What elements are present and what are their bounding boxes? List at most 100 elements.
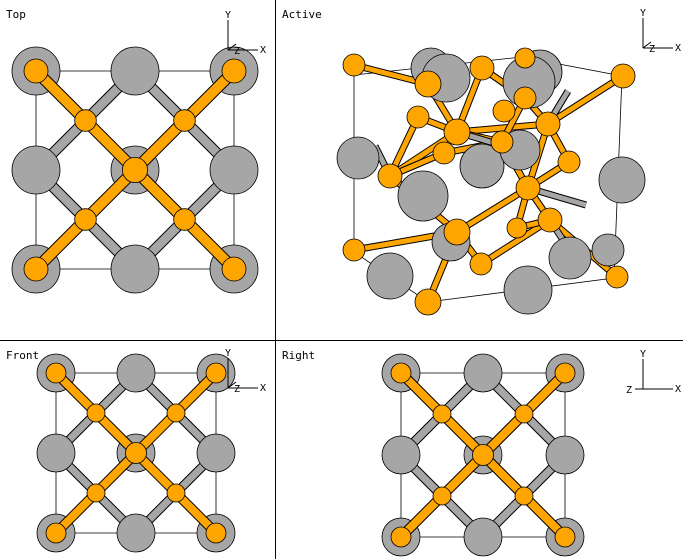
atom-grey [459,143,505,189]
viewport-title-front: Front [6,349,40,362]
atom-grey [591,233,625,267]
atom-orange [610,63,636,89]
atom-grey [463,517,503,557]
axis-label-up: Y [640,349,646,360]
axis-label-out: Z [626,385,632,396]
axis-label-right: X [260,45,266,56]
axis-label-out: Z [234,384,240,395]
axis-label-right: X [675,384,681,395]
atom-grey [545,435,585,475]
atom-orange [23,58,49,84]
atom-orange [557,150,581,174]
axis-label-up: Y [225,10,231,21]
axis-label-up: Y [640,8,646,19]
atom-orange [342,238,366,262]
viewport-title-right: Right [282,349,316,362]
atom-orange [406,105,430,129]
viewport-divider-vertical[interactable] [275,0,276,559]
axis-label-right: X [675,43,681,54]
atom-orange [342,53,366,77]
atom-grey [336,136,380,180]
atom-grey [110,46,160,96]
atom-orange [377,163,403,189]
axis-label-up: Y [225,348,231,359]
atom-orange [513,86,537,110]
atom-orange [221,58,247,84]
atom-orange [554,526,576,548]
atom-orange [514,486,534,506]
atom-orange [443,118,471,146]
atom-orange [390,526,412,548]
atom-orange [173,208,196,231]
atom-orange [390,362,412,384]
atom-grey [366,252,414,300]
viewport-front-canvas[interactable]: Y X Z [0,341,275,559]
atom-orange [432,404,452,424]
atom-orange [205,362,227,384]
atom-orange [205,522,227,544]
atom-orange [414,288,442,316]
atom-grey [209,145,259,195]
bond [546,73,625,127]
bond [456,121,549,135]
atom-orange [166,403,186,423]
atom-orange [166,483,186,503]
axis-line [227,43,237,51]
atom-grey [598,156,646,204]
axis-triad-icon: YXZ [225,10,266,57]
viewport-front[interactable]: Y X Z Front [0,341,275,559]
atom-orange [492,99,516,123]
atom-orange [86,483,106,503]
atom-grey [463,353,503,393]
axis-triad-icon: Y X Z [640,8,681,55]
atom-orange [122,156,149,183]
viewport-title-top: Top [6,8,26,21]
axis-triad-icon: Y X Z [225,348,266,395]
atom-orange [432,486,452,506]
atom-grey [36,433,76,473]
atom-orange [537,207,563,233]
atom-grey [196,433,236,473]
atom-grey [397,170,449,222]
viewport-top-canvas[interactable]: YXZ [0,0,275,340]
axis-line [642,41,652,49]
atom-orange [605,265,629,289]
atom-orange [74,109,97,132]
atom-orange [514,47,536,69]
atom-orange [45,522,67,544]
atom-orange [472,444,494,466]
viewport-right[interactable]: Y X Z Right [276,341,683,559]
axis-line [227,381,237,389]
atom-orange [23,256,49,282]
atom-orange [414,70,442,98]
axis-label-out: Z [649,44,655,55]
atom-grey [381,435,421,475]
axis-triad-icon: Y X Z [626,349,681,396]
atom-orange [173,109,196,132]
viewport-active[interactable]: Y X Z Active [276,0,683,340]
viewport-active-canvas[interactable]: Y X Z [276,0,683,340]
bond [455,185,530,235]
atom-grey [11,145,61,195]
viewport-divider-horizontal[interactable] [0,340,683,341]
atom-orange [221,256,247,282]
viewport-title-active: Active [282,8,322,21]
atom-orange [74,208,97,231]
atom-orange [45,362,67,384]
atom-grey [116,353,156,393]
bond [479,217,552,267]
atom-orange [469,55,495,81]
atom-orange [554,362,576,384]
atom-orange [469,252,493,276]
atom-grey [110,244,160,294]
atom-grey [116,513,156,553]
atom-orange [506,217,528,239]
atom-orange [515,175,541,201]
axis-label-right: X [260,383,266,394]
atom-grey [503,265,553,315]
atom-grey [548,236,592,280]
viewport-right-canvas[interactable]: Y X Z [276,341,683,559]
atom-orange [514,404,534,424]
